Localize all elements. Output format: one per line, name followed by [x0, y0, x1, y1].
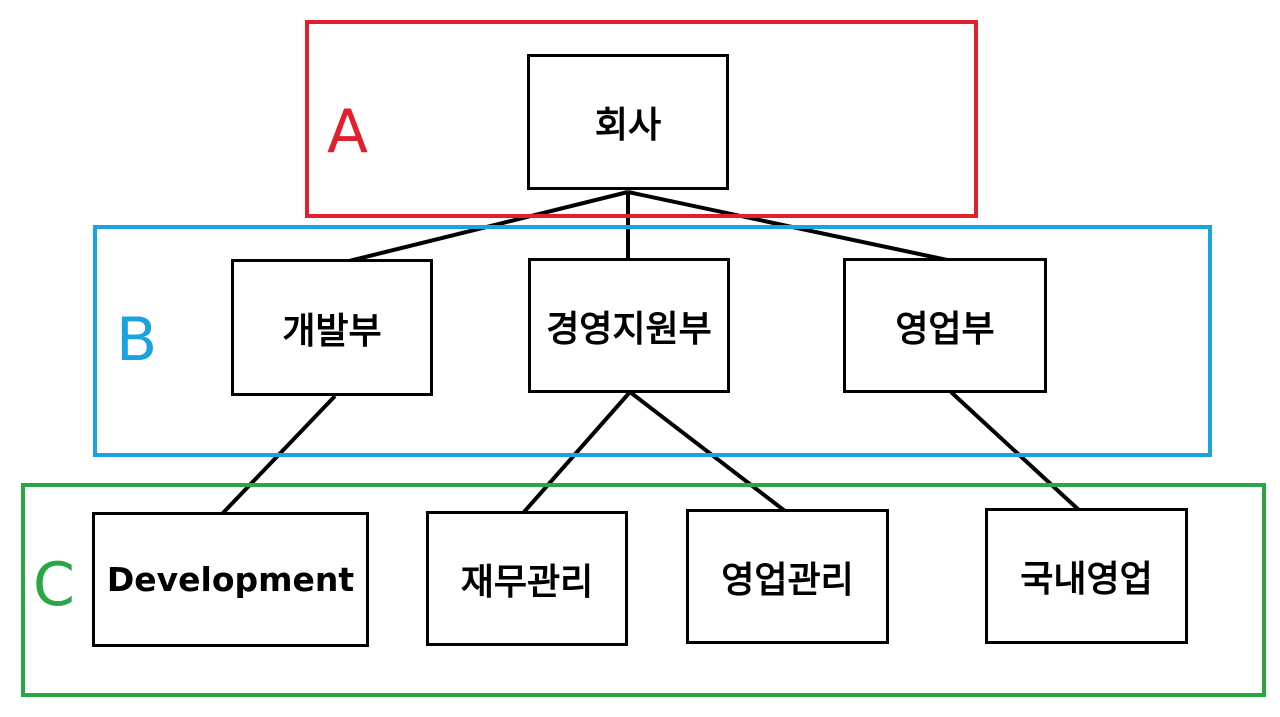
level-a-box	[305, 20, 978, 218]
node-company: 회사	[527, 54, 729, 190]
node-sales-mgmt: 영업관리	[686, 509, 889, 644]
level-c-box	[21, 483, 1266, 697]
node-development: Development	[92, 512, 369, 647]
level-b-label: B	[116, 305, 158, 375]
level-b-box	[93, 225, 1212, 457]
edge-sales-dept-domestic-sales	[949, 390, 1083, 514]
node-domestic-sales-label: 국내영업	[1020, 559, 1153, 600]
edge-mgmt-support-finance	[522, 390, 632, 514]
node-development-label: Development	[106, 560, 355, 599]
node-mgmt-support: 경영지원부	[528, 258, 730, 393]
level-a-label: A	[327, 97, 369, 167]
level-c-label: C	[33, 550, 75, 620]
node-finance-label: 재무관리	[460, 561, 594, 603]
node-company-label: 회사	[594, 105, 662, 146]
node-domestic-sales: 국내영업	[985, 508, 1188, 644]
edge-mgmt-support-sales-mgmt	[628, 390, 787, 513]
node-sales-dept-label: 영업부	[895, 308, 995, 350]
node-sales-dept: 영업부	[843, 258, 1047, 393]
node-dev-dept: 개발부	[231, 259, 433, 396]
node-mgmt-support-label: 경영지원부	[546, 308, 712, 350]
node-sales-mgmt-label: 영업관리	[721, 559, 854, 601]
node-dev-dept-label: 개발부	[282, 310, 382, 352]
node-finance: 재무관리	[426, 511, 628, 646]
